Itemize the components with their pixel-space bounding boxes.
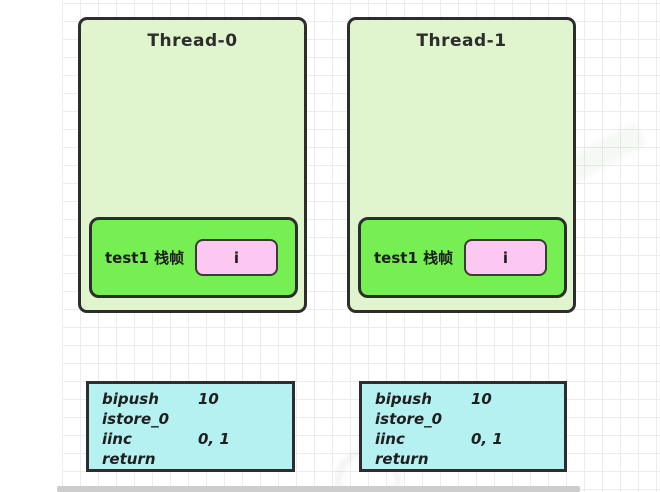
thread-1-stack-frame: test1 栈帧 i — [358, 217, 567, 298]
local-variable-slot: i — [464, 239, 547, 276]
bytecode-line: bipush 10 — [375, 389, 564, 409]
stack-frame-label: test1 栈帧 — [105, 249, 185, 267]
local-variable-slot: i — [195, 239, 278, 276]
stack-frame-label: test1 栈帧 — [374, 249, 454, 267]
bytecode-line: bipush 10 — [102, 389, 292, 409]
partial-bottom-edge-strip — [57, 486, 580, 492]
bytecode-line: iinc 0, 1 — [102, 429, 292, 449]
bytecode-op: iinc — [102, 430, 132, 448]
bytecode-line: istore_0 — [375, 409, 564, 429]
bytecode-op: istore_0 — [102, 410, 170, 428]
bytecode-operand: 0, 1 — [471, 430, 503, 448]
bytecode-operand: 0, 1 — [198, 430, 230, 448]
thread-0-stack-frame: test1 栈帧 i — [89, 217, 298, 298]
bytecode-op: return — [375, 450, 429, 468]
bytecode-line: iinc 0, 1 — [375, 429, 564, 449]
bytecode-op: bipush — [102, 390, 159, 408]
bytecode-op: istore_0 — [375, 410, 443, 428]
bytecode-op: bipush — [375, 390, 432, 408]
bytecode-op: return — [102, 450, 156, 468]
thread-1-title: Thread-1 — [416, 31, 507, 51]
bytecode-box-thread-1: bipush 10 istore_0 iinc 0, 1 return — [359, 381, 567, 472]
bytecode-box-thread-0: bipush 10 istore_0 iinc 0, 1 return — [86, 381, 295, 472]
bytecode-operand: 10 — [471, 390, 492, 408]
thread-1-box: Thread-1 test1 栈帧 i — [347, 17, 576, 313]
thread-0-title: Thread-0 — [147, 31, 238, 51]
bytecode-line: return — [375, 449, 564, 469]
bytecode-line: return — [102, 449, 292, 469]
thread-0-box: Thread-0 test1 栈帧 i — [78, 17, 307, 313]
bytecode-line: istore_0 — [102, 409, 292, 429]
bytecode-op: iinc — [375, 430, 405, 448]
bytecode-operand: 10 — [198, 390, 219, 408]
